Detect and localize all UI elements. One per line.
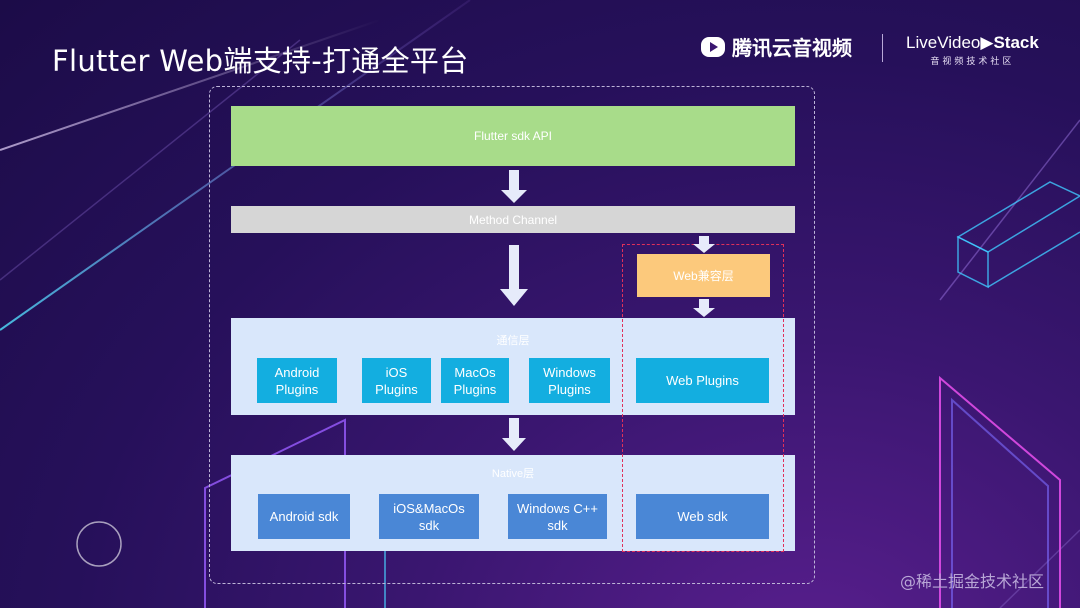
tencent-brand: 腾讯云音视频: [700, 32, 852, 61]
livevideostack-logo: LiveVideo▶Stack: [906, 33, 1039, 52]
web-sdk-box: Web sdk: [636, 494, 769, 539]
web-compat-layer-box: Web兼容层: [637, 254, 770, 297]
web-platform-highlight: [622, 244, 784, 552]
arrow-down-icon: [502, 418, 526, 451]
windows-cpp-sdk-box: Windows C++sdk: [508, 494, 607, 539]
brand-divider: [882, 34, 883, 62]
android-sdk-box: Android sdk: [258, 494, 350, 539]
livevideostack-subtitle: 音视频技术社区: [930, 57, 1015, 67]
play-icon: ▶: [980, 33, 994, 52]
livevideostack-brand: LiveVideo▶Stack 音视频技术社区: [906, 33, 1039, 67]
native-layer-label: Native层: [491, 468, 535, 480]
method-channel-bar: Method Channel: [231, 206, 795, 233]
arrow-down-icon: [501, 170, 527, 203]
watermark: @稀土掘金技术社区: [900, 572, 1045, 591]
web-plugins-box: Web Plugins: [636, 358, 769, 403]
tencent-video-logo-icon: [701, 36, 725, 57]
arrow-down-icon: [500, 245, 528, 306]
communication-layer-label: 通信层: [496, 335, 530, 347]
arrow-down-icon: [693, 299, 715, 317]
arrow-down-icon: [693, 236, 715, 253]
tencent-brand-text: 腾讯云音视频: [732, 36, 852, 60]
flutter-sdk-api-bar: Flutter sdk API: [231, 106, 795, 166]
architecture-frame: [209, 86, 815, 584]
page-title: Flutter Web端支持-打通全平台: [52, 44, 469, 78]
